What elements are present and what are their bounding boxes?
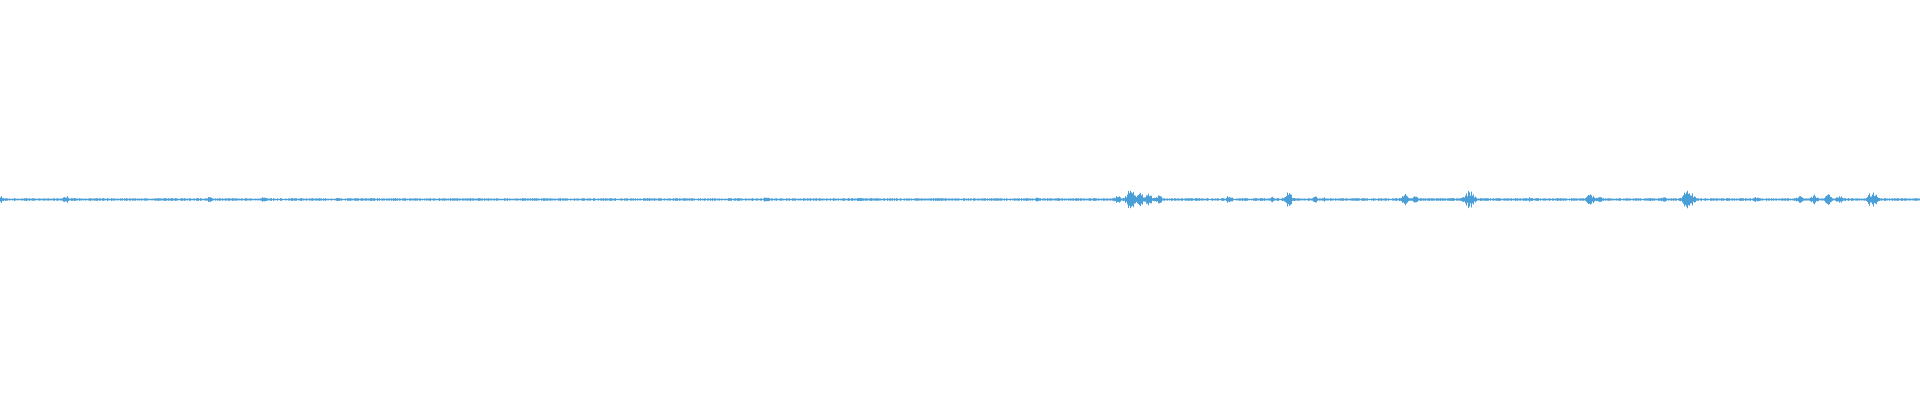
waveform-signal: [0, 190, 1920, 209]
